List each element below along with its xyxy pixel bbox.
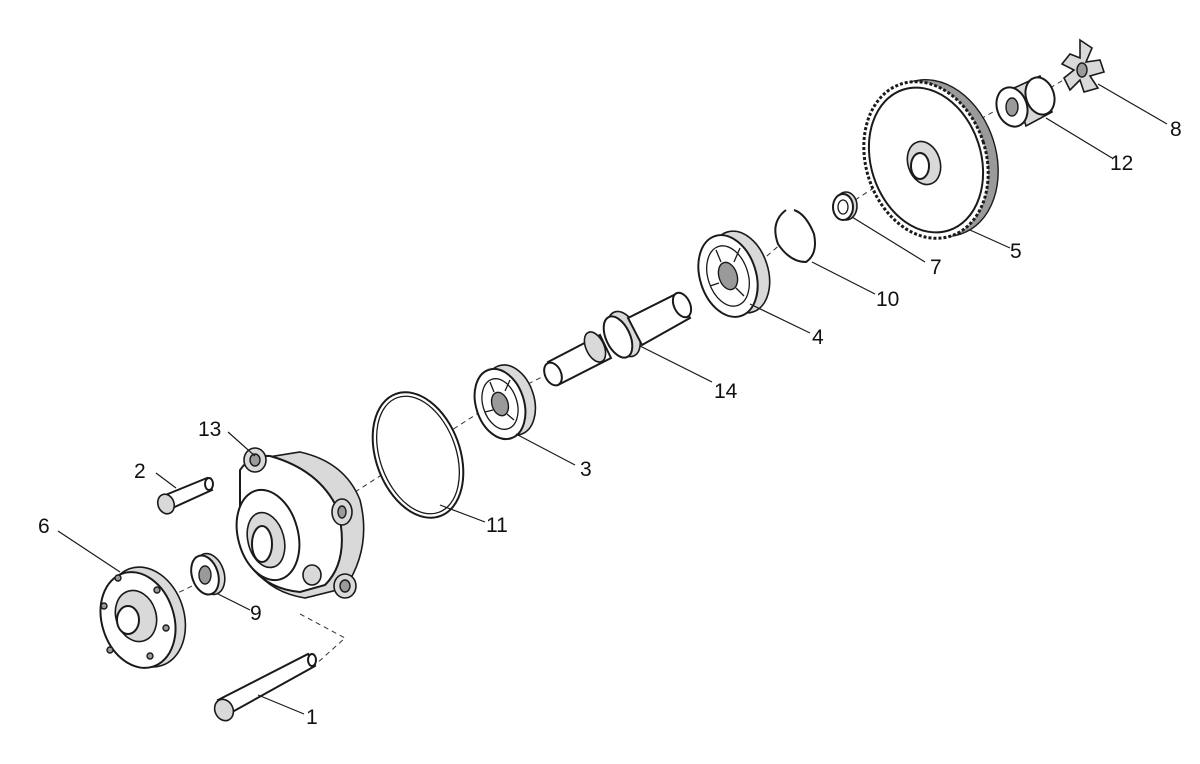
callout-8: 8	[1170, 118, 1182, 141]
callout-1: 1	[306, 706, 318, 729]
callout-2: 2	[134, 460, 146, 483]
part-3-bearing	[473, 364, 537, 441]
callout-labels: 1 2 3 4 5 6 7 8 9 10 11 12 13 14	[38, 118, 1182, 729]
part-13-housing	[235, 447, 365, 599]
part-7-ring	[832, 191, 858, 221]
callout-11: 11	[486, 514, 508, 537]
part-1-long-bolt	[213, 652, 317, 722]
callout-7: 7	[930, 256, 942, 279]
part-9-seal	[190, 552, 226, 596]
part-5-gear	[862, 78, 999, 240]
callout-12: 12	[1110, 152, 1133, 175]
part-11-o-ring	[371, 391, 465, 519]
callout-6: 6	[38, 515, 50, 538]
part-2-bolt	[156, 476, 214, 515]
callout-5: 5	[1010, 240, 1022, 263]
callout-14: 14	[714, 380, 738, 403]
part-6-flange	[99, 566, 187, 669]
callout-3: 3	[580, 458, 592, 481]
callout-4: 4	[812, 326, 824, 349]
callout-9: 9	[250, 602, 262, 625]
leader-lines	[57, 83, 1168, 715]
part-8-impeller	[1060, 38, 1106, 93]
part-4-bearing	[697, 230, 771, 318]
callout-10: 10	[876, 288, 899, 311]
part-10-snap-ring	[774, 209, 816, 264]
part-12-bushing	[995, 74, 1056, 128]
part-14-shaft	[543, 291, 693, 387]
callout-13: 13	[198, 418, 221, 441]
